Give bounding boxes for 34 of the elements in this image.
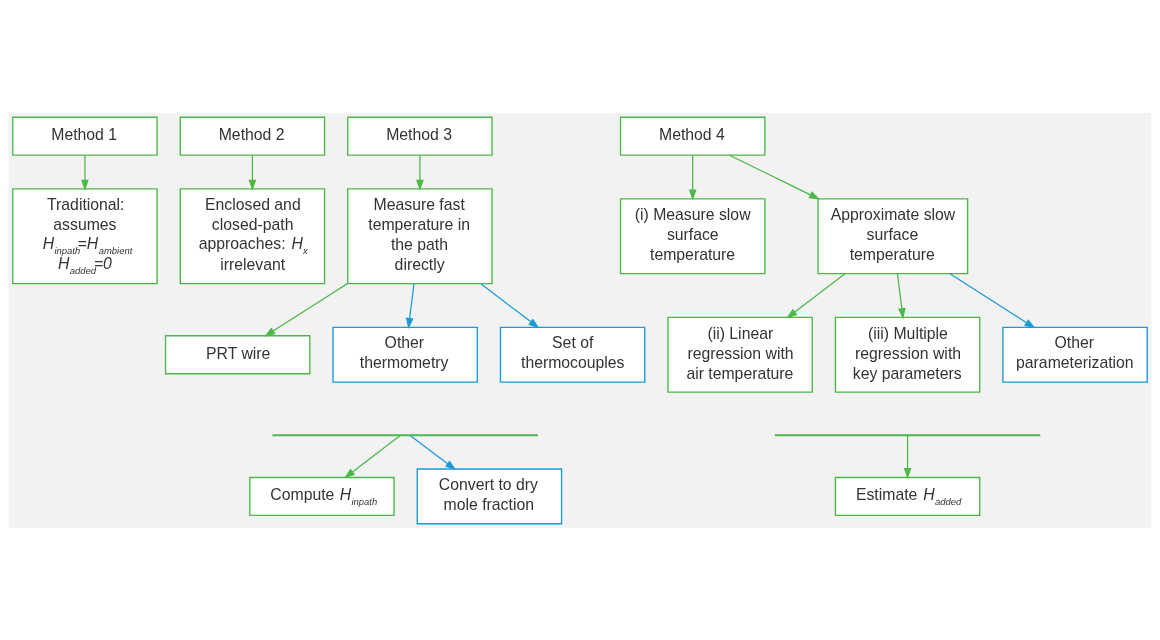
node-box: Method 4 [619,116,766,156]
arrow [949,272,1036,328]
arrow [81,154,89,191]
arrow [896,272,906,319]
node-box: Method 1 [12,116,158,156]
node-box: Traditional: assumes H$_{inpath}$=H$_{ambient}$ H$_{added}$=0 [12,187,158,284]
arrow [903,434,912,479]
node-box: Convert to dry mole fraction [416,467,563,524]
node-box: (i) Measure slow surface temperature [619,197,766,274]
node-box: (ii) Linear regression with air temperature [667,316,813,393]
arrow [728,154,820,199]
node-box: Approximate slow surface temperature [817,197,969,274]
node-brace [272,433,538,436]
arrow [248,154,257,191]
node-box: Compute H$_{inpath}$ [249,476,395,516]
arrow [344,434,401,478]
node-box: Other thermometry [332,326,478,383]
node-box: Set of thermocouples [499,326,646,383]
arrow [409,434,457,470]
arrow [480,282,540,328]
node-box: Method 2 [179,116,326,156]
node-box: Enclosed and closed-path approaches: H$_{x}$ irrelevant [179,187,326,284]
arrow [416,154,424,191]
node-brace [774,433,1041,436]
node-box: Measure fast temperature in the path directly [347,187,493,284]
node-box: PRT wire [164,334,311,374]
node-box: Estimate H$_{added}$ [834,476,981,516]
node-box: Other parameterization [1002,326,1148,383]
arrow [786,272,846,318]
arrow [688,154,697,201]
arrow [405,282,415,329]
node-box: Method 3 [347,116,493,156]
arrow [264,282,348,337]
node-box: (iii) Multiple regression with key parameters [834,316,981,393]
